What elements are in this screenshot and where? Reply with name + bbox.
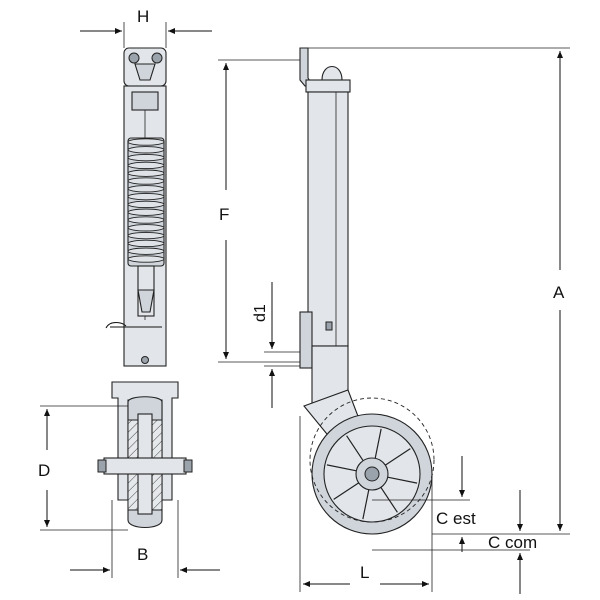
spring-coil <box>127 231 165 240</box>
label-D: D <box>38 461 50 480</box>
spring-coil <box>127 153 165 162</box>
wheel-spoke <box>333 482 359 500</box>
side-outer-tube <box>307 91 349 347</box>
wheel-spoke <box>387 476 418 484</box>
spring-coil <box>127 239 165 248</box>
top-knob <box>321 65 343 81</box>
axle-nut-left <box>97 459 107 473</box>
spring-coil <box>127 192 165 201</box>
spring-coil <box>127 224 165 232</box>
spring-coil <box>127 177 165 185</box>
wheel-spoke <box>346 435 364 461</box>
nut-top <box>131 91 159 111</box>
label-B: B <box>137 545 148 564</box>
wheel-fork <box>111 381 179 501</box>
dim-d1: d1 <box>252 282 300 408</box>
head-clamp <box>134 63 156 81</box>
side-axle-nut <box>364 466 380 482</box>
spring-coil <box>127 247 165 255</box>
side-pin <box>325 321 333 331</box>
head-bolt-left <box>128 52 140 64</box>
spring-coil <box>127 146 165 154</box>
spring-coil <box>127 185 165 193</box>
spring-coil <box>127 216 165 224</box>
spring-coil <box>127 208 165 216</box>
swivel-path <box>309 397 435 523</box>
wheel-spoke <box>326 464 357 472</box>
label-d1: d1 <box>252 304 269 322</box>
wheel-spoke <box>374 428 382 459</box>
clamp-plate <box>299 311 313 369</box>
axle-nut-right <box>183 459 193 473</box>
axle <box>103 457 187 475</box>
spring-coil <box>127 161 165 170</box>
wheel-spoke <box>385 448 411 466</box>
dim-C-com: C com <box>372 490 537 594</box>
top-cap <box>305 79 351 93</box>
dim-A: A <box>308 47 570 535</box>
tube-pin <box>141 356 149 364</box>
spring-coil <box>127 200 165 209</box>
dim-F: F <box>218 59 300 363</box>
spring-coil <box>127 255 165 263</box>
dim-H: H <box>80 7 212 48</box>
side-wheel-spokes <box>326 428 418 520</box>
label-C-com: C com <box>488 533 537 552</box>
label-C-est: C est <box>436 509 476 528</box>
wheel-spoke <box>362 489 370 520</box>
label-L: L <box>360 563 369 582</box>
spring-coil <box>127 138 165 146</box>
head-bolt-right <box>151 52 163 64</box>
spring <box>127 137 165 267</box>
lock-pin-handle <box>105 322 127 329</box>
label-H: H <box>137 7 149 26</box>
label-F: F <box>219 205 229 224</box>
spring-coil <box>127 169 165 177</box>
front-view <box>97 47 193 529</box>
dim-B: B <box>70 500 220 578</box>
dim-C-est: C est <box>372 456 476 552</box>
dim-D: D <box>38 405 128 531</box>
dim-L: L <box>299 416 433 592</box>
label-A: A <box>553 283 565 302</box>
side-view <box>299 47 435 535</box>
